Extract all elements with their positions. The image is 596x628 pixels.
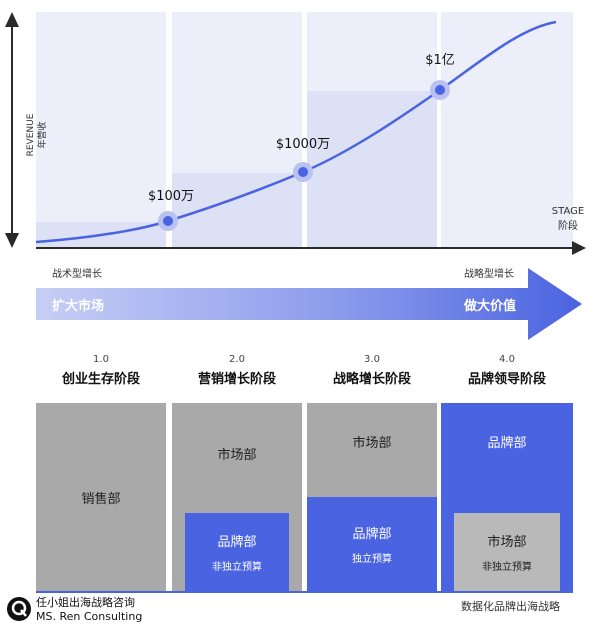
marketing-dept-area: 市场部 — [172, 433, 302, 473]
increase-value-text: 做大价值 — [464, 299, 517, 314]
y-axis-arrow-up — [5, 12, 19, 27]
strategic-growth-caption: 战略型增长 — [464, 269, 514, 280]
marketing-dept-label: 市场部 — [352, 435, 392, 451]
budget-type-label: 独立预算 — [352, 554, 392, 565]
milestone-dot-2 — [298, 167, 308, 177]
milestone-label-3: $1亿 — [425, 53, 455, 68]
x-axis-arrow — [572, 241, 586, 255]
sales-dept-label: 销售部 — [81, 491, 121, 507]
marketing-dept-area: 市场部 — [307, 421, 437, 461]
stage-heading-3: 3.0 战略增长阶段 — [305, 354, 439, 387]
x-axis-label-en: STAGE — [552, 206, 584, 217]
expand-market-text: 扩大市场 — [52, 299, 105, 314]
stage-heading-4: 4.0 品牌领导阶段 — [440, 354, 574, 387]
stage-name: 战略增长阶段 — [332, 372, 411, 387]
brand-dept-label: 品牌部 — [352, 527, 392, 542]
stage-name: 创业生存阶段 — [61, 372, 140, 387]
marketing-dept-label: 市场部 — [217, 447, 257, 463]
brand-dept-area: 品牌部 — [441, 421, 573, 461]
marketing-dept-box: 市场部 非独立预算 — [454, 513, 560, 591]
brand-dept-box: 品牌部 非独立预算 — [185, 513, 289, 591]
stage-number: 4.0 — [499, 354, 515, 365]
stage-name: 品牌领导阶段 — [467, 372, 546, 387]
stage-heading-2: 2.0 营销增长阶段 — [170, 354, 304, 387]
stage-band-1 — [36, 12, 166, 248]
strategy-arrow — [36, 268, 582, 340]
milestone-dot-1 — [163, 216, 173, 226]
stage-number: 3.0 — [364, 354, 380, 365]
tactical-growth-caption: 战术型增长 — [52, 269, 102, 280]
columns-baseline — [36, 591, 573, 593]
budget-type-label: 非独立预算 — [212, 562, 262, 573]
brand-dept-box: 品牌部 独立预算 — [307, 497, 437, 591]
department-column-4: 品牌部 市场部 非独立预算 — [441, 403, 573, 591]
department-column-1: 销售部 — [36, 403, 166, 591]
stage-number: 2.0 — [229, 354, 245, 365]
milestone-label-1: $100万 — [148, 189, 194, 204]
department-column-3: 市场部 品牌部 独立预算 — [307, 403, 437, 591]
budget-type-label: 非独立预算 — [482, 562, 532, 573]
marketing-dept-label: 市场部 — [487, 535, 527, 550]
milestone-dot-3 — [435, 85, 445, 95]
stage-heading-1: 1.0 创业生存阶段 — [34, 354, 168, 387]
company-logo-icon — [7, 597, 31, 621]
x-axis-label-zh: 阶段 — [558, 219, 578, 232]
footer-tagline: 数据化品牌出海战略 — [461, 600, 560, 613]
y-axis-label-zh: 年营收 — [36, 121, 48, 148]
revenue-step-3 — [307, 91, 437, 248]
revenue-growth-chart: REVENUE 年营收 STAGE 阶段 $100万 $1000万 $1亿 — [5, 12, 586, 255]
company-name-zh: 任小姐出海战略咨询 — [36, 596, 135, 609]
stage-band-4 — [441, 12, 573, 248]
y-axis-label-en: REVENUE — [26, 113, 36, 156]
brand-dept-label: 品牌部 — [487, 435, 527, 451]
company-name: 任小姐出海战略咨询 MS. Ren Consulting — [36, 596, 142, 624]
company-name-en: MS. Ren Consulting — [36, 610, 143, 623]
brand-dept-label: 品牌部 — [217, 535, 257, 550]
department-column-2: 市场部 品牌部 非独立预算 — [172, 403, 302, 591]
y-axis-arrow-down — [5, 233, 19, 248]
revenue-step-2 — [172, 173, 302, 248]
stage-name: 营销增长阶段 — [197, 372, 276, 387]
stage-number: 1.0 — [93, 354, 109, 365]
sales-dept-box: 销售部 — [36, 403, 166, 591]
milestone-label-2: $1000万 — [276, 137, 330, 152]
